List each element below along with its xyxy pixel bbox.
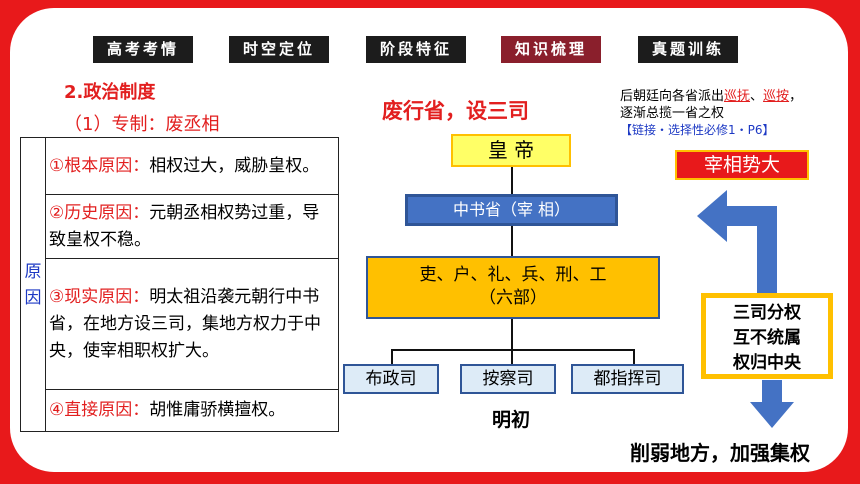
connector-line [511,225,513,256]
diagram-caption: 明初 [492,409,531,431]
connector-line [511,318,513,350]
table-row: ④直接原因：胡惟庸骄横擅权。 [21,389,339,432]
table-row: ③现实原因：明太祖沿袭元朝行中书省，在地方设三司，集地方权力于中央，使宰相职权扩… [21,258,339,390]
reason-text: 相权过大，威胁皇权。 [149,155,320,176]
tab-exam-overview[interactable]: 高考考情 [93,36,193,63]
reason-cell: ③现实原因：明太祖沿袭元朝行中书省，在地方设三司，集地方权力于中央，使宰相职权扩… [45,258,339,390]
note-line-2: 逐渐总揽一省之权 [620,106,725,121]
tab-knowledge-review[interactable]: 知识梳理 [501,36,601,63]
subtitle-prefix: （1）专制： [64,114,166,135]
office-box: 布政司 [343,364,439,394]
connector-line [633,349,635,364]
section-title: 2.政治制度 [64,82,156,103]
connector-line [511,349,513,364]
tab-time-space[interactable]: 时空定位 [229,36,329,63]
conclusion-text: 削弱地方，加强集权 [630,441,810,465]
chancellor-power-badge: 宰相势大 [675,150,809,180]
note-line-1: 后朝廷向各省派出巡抚、巡按， [620,88,840,105]
office-label: 布政司 [365,369,417,389]
ministries-box: 吏、户、礼、兵、刑、工 （六部） [366,256,660,319]
note-term-inspector: 巡按 [763,89,790,104]
office-box: 按察司 [460,364,556,394]
subtitle-highlight: 废丞相 [165,114,220,135]
secretariat-box: 中书省（宰 相） [405,194,618,226]
ministries-label: 吏、户、礼、兵、刑、工 [419,265,607,285]
emperor-box: 皇 帝 [451,134,571,167]
reason-cell: ②历史原因：元朝丞相权势过重，导致皇权不稳。 [45,194,339,259]
office-box: 都指挥司 [571,364,684,394]
note-separator: 、 [750,89,764,104]
reason-cell: ①根本原因：相权过大，威胁皇权。 [45,137,339,195]
reason-text: 胡惟庸骄横擅权。 [149,400,286,420]
section-subtitle: （1）专制：废丞相 [64,110,219,136]
reason-label: ②历史原因： [49,202,150,223]
chancellor-power-label: 宰相势大 [703,154,780,176]
tab-exam-practice[interactable]: 真题训练 [638,36,738,63]
table-row: 原因 ①根本原因：相权过大，威胁皇权。 [20,137,339,432]
connector-line [391,349,635,351]
reasons-table: 原因 ①根本原因：相权过大，威胁皇权。 ②历史原因：元朝丞相权势过重，导致皇权不… [20,137,339,432]
up-left-arrow-icon [697,190,777,293]
office-label: 都指挥司 [593,369,662,389]
summary-line: 权归中央 [733,353,801,373]
diagram-heading: 废行省，设三司 [382,99,529,123]
summary-line: 三司分权 [733,303,801,323]
office-label: 按察司 [482,369,534,389]
textbook-link[interactable]: 【链接・选择性必修1・P6】 [620,123,775,137]
note-term-governor: 巡抚 [724,89,751,104]
emperor-label: 皇 帝 [487,138,535,162]
inspector-note: 后朝廷向各省派出巡抚、巡按， 逐渐总揽一省之权 【链接・选择性必修1・P6】 [620,88,840,139]
reason-label: ④直接原因： [49,400,150,420]
reason-text: 明太祖沿袭元朝行中书省，在地方设三司，集地方权力于中央，使宰相职权扩大。 [49,286,321,361]
three-offices-summary: 三司分权 互不统属 权归中央 [701,293,833,379]
reason-label: ③现实原因： [49,286,150,307]
category-cell: 原因 [20,137,46,432]
category-label: 原因 [24,261,42,308]
reason-cell: ④直接原因：胡惟庸骄横擅权。 [45,389,339,432]
table-row: ②历史原因：元朝丞相权势过重，导致皇权不稳。 [21,194,339,259]
summary-line: 互不统属 [733,328,801,348]
down-arrow-icon [750,380,794,428]
connector-line [511,166,513,196]
tab-stage-features[interactable]: 阶段特征 [366,36,466,63]
reason-label: ①根本原因： [49,155,150,176]
note-suffix: ， [789,89,803,104]
ministries-sub-label: （六部） [479,288,547,308]
reason-text: 元朝丞相权势过重，导致皇权不稳。 [49,202,320,250]
connector-line [391,349,393,364]
secretariat-label: 中书省（宰 相） [452,200,571,219]
note-text: 后朝廷向各省派出 [620,89,725,104]
